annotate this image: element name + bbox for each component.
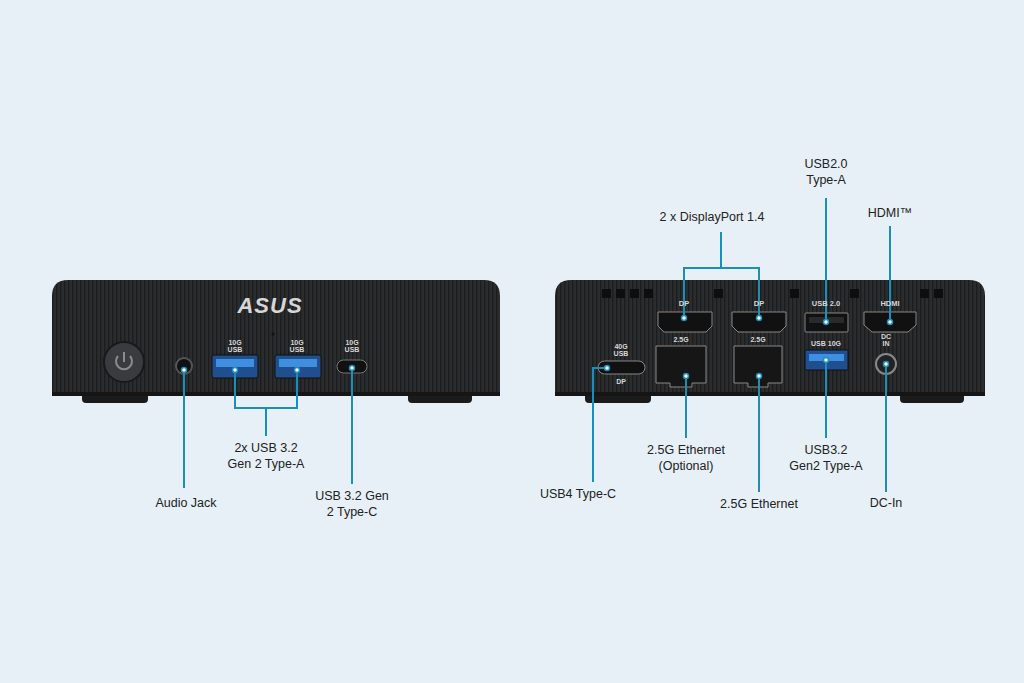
chassis xyxy=(555,280,985,396)
back-unit xyxy=(555,280,985,403)
power-button xyxy=(104,342,144,382)
port-marking: 10G USB xyxy=(287,339,307,354)
chassis xyxy=(52,280,500,396)
callout-label: USB2.0 Type-A xyxy=(796,157,856,188)
callout-label: 2.5G Ethernet (Optional) xyxy=(641,443,731,474)
indicator-dot xyxy=(272,333,275,336)
callout-label: Audio Jack xyxy=(136,496,236,512)
port-marking: 10G USB xyxy=(225,339,245,354)
displayport xyxy=(732,312,786,332)
usb4-port xyxy=(598,361,645,374)
callout-label: USB4 Type-C xyxy=(528,487,628,503)
usb-a-tongue xyxy=(279,359,317,367)
port-marking: 10G USB xyxy=(342,339,362,354)
port-marking: 2.5G xyxy=(743,336,773,343)
dc-pin xyxy=(883,361,889,367)
port-marking: DC IN xyxy=(878,333,894,348)
ethernet-port xyxy=(656,346,706,387)
logo: ASUS xyxy=(225,294,315,317)
callout-label: DC-In xyxy=(851,496,921,512)
power-icon xyxy=(116,352,132,369)
port-marking: 40G USB xyxy=(610,343,632,358)
port-marking: 2.5G xyxy=(666,336,696,343)
vent-row xyxy=(602,289,943,298)
callout-label: 2 x DisplayPort 1.4 xyxy=(637,210,787,226)
front-unit xyxy=(52,280,500,403)
callout-label: 2x USB 3.2 Gen 2 Type-A xyxy=(223,441,309,472)
callout-label: HDMI™ xyxy=(855,206,925,222)
leader-lines xyxy=(184,198,890,492)
port-marking: HDMI xyxy=(870,300,910,308)
port-marking: DP xyxy=(747,300,771,308)
audio-jack xyxy=(176,358,192,374)
port-marking: USB 2.0 xyxy=(806,300,846,308)
callout-label: 2.5G Ethernet xyxy=(714,497,804,513)
callout-label: USB 3.2 Gen 2 Type-C xyxy=(311,489,393,520)
chassis-edge xyxy=(52,392,500,396)
chassis-edge xyxy=(555,392,985,396)
usb-a-tongue xyxy=(216,359,254,367)
callout-label: USB3.2 Gen2 Type-A xyxy=(788,443,864,474)
port-marking: DP xyxy=(609,378,633,385)
usb-c-port xyxy=(337,360,367,373)
port-marking: DP xyxy=(672,300,696,308)
port-marking: USB 10G xyxy=(806,340,846,347)
displayport xyxy=(658,312,712,332)
leader-dots xyxy=(182,316,893,379)
